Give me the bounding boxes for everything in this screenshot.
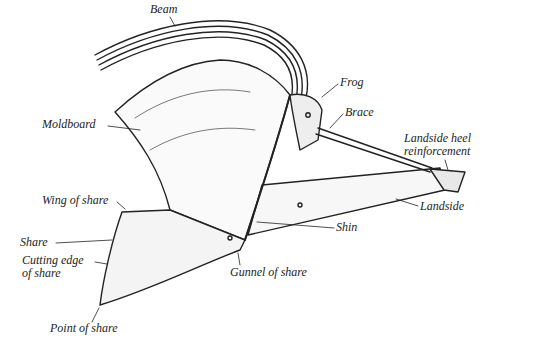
part-label: Shin (336, 221, 357, 234)
shin (245, 95, 290, 240)
share (100, 210, 245, 305)
part-label: Moldboard (42, 118, 96, 131)
part-label: Gunnel of share (230, 266, 307, 279)
leader-lines (56, 17, 448, 322)
part-label: Landside (420, 200, 464, 213)
heel-reinforcement (430, 169, 465, 192)
landside (248, 168, 445, 235)
part-label: Share (20, 236, 48, 249)
part-label: Brace (345, 106, 374, 119)
part-label: Landside heel reinforcement (404, 132, 499, 158)
part-label: Wing of share (42, 194, 108, 207)
frog (290, 94, 322, 150)
part-label: Point of share (50, 322, 118, 335)
part-label: Frog (340, 76, 364, 89)
part-label: Cutting edge of share (22, 254, 94, 280)
part-label: Beam (150, 3, 177, 16)
